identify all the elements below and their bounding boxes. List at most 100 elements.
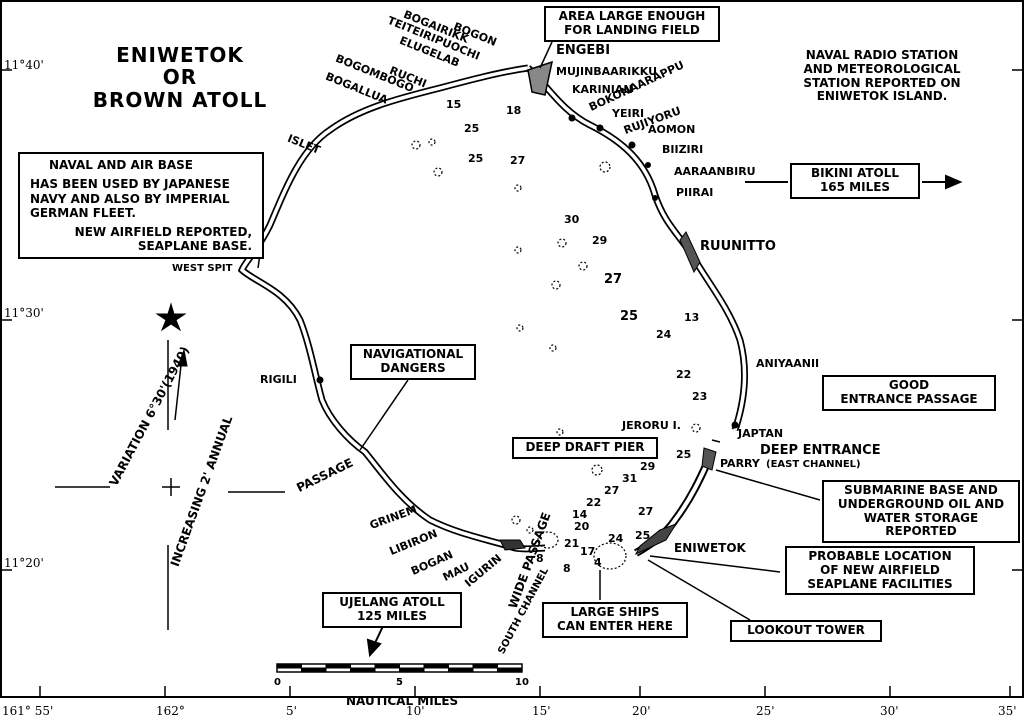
bikini-arrowhead	[945, 174, 963, 190]
callout-line: UJELANG ATOLL	[339, 595, 445, 609]
longitude-162: 162°	[156, 704, 185, 718]
ruunitto-island	[679, 231, 701, 274]
callout-line: UNDERGROUND OIL AND	[837, 496, 1005, 511]
island-label-japtan: JAPTAN	[738, 427, 784, 440]
naval-air-base-callout: NAVAL AND AIR BASE HAS BEEN USED BY JAPA…	[18, 152, 264, 260]
island-label-eniwetok: ENIWETOK	[674, 541, 746, 555]
depth-sounding: 22	[586, 496, 602, 509]
island-label-jeroru: JERORU I.	[622, 419, 681, 432]
depth-sounding: 23	[692, 390, 708, 403]
callout-line: SEAPLANE FACILITIES	[807, 576, 953, 591]
callout-line: DANGERS	[380, 360, 446, 375]
depth-sounding: 27	[638, 505, 654, 518]
arrows	[366, 174, 963, 658]
atoll-islands	[316, 60, 739, 556]
depth-sounding: 25	[676, 448, 692, 461]
depth-sounding: 25	[635, 529, 651, 542]
scale-label: NAUTICAL MILES	[346, 694, 459, 708]
depth-sounding: 21	[564, 537, 580, 550]
deep-entrance-label: DEEP ENTRANCE	[760, 443, 881, 458]
callout-line: PROBABLE LOCATION	[808, 549, 952, 563]
depth-sounding: 31	[622, 472, 638, 485]
depth-sounding: 29	[640, 460, 656, 473]
callout-line: OF NEW AIRFIELD	[820, 562, 940, 577]
callout-line: SUBMARINE BASE AND	[844, 483, 998, 497]
parry-island	[701, 447, 717, 471]
island-label-rigili: RIGILI	[260, 373, 297, 386]
east-channel-label: (EAST CHANNEL)	[766, 459, 861, 470]
depth-sounding: 30	[564, 213, 580, 226]
navigational-dangers-callout: NAVIGATIONAL DANGERS	[350, 344, 476, 380]
depth-sounding: 18	[506, 104, 522, 117]
callout-line: LARGE SHIPS	[570, 605, 660, 619]
longitude-25: 25'	[756, 704, 775, 718]
island-label-yeiri: YEIRI	[612, 107, 645, 120]
scale-tick-10: 10	[515, 677, 529, 688]
note-line: NAVAL RADIO STATION	[805, 48, 959, 62]
latitude-11-40: 11°40'	[4, 58, 44, 72]
depth-sounding: 27	[510, 154, 526, 167]
note-line: STATION REPORTED ON	[803, 75, 961, 90]
callout-line: NAVIGATIONAL	[362, 347, 464, 361]
airfield-location-callout: PROBABLE LOCATION OF NEW AIRFIELD SEAPLA…	[785, 546, 975, 596]
depth-sounding: 14	[572, 508, 588, 521]
large-ships-callout: LARGE SHIPS CAN ENTER HERE	[542, 602, 688, 638]
longitude-5: 5'	[286, 704, 297, 718]
callout-line: FOR LANDING FIELD	[564, 22, 700, 37]
depth-sounding: 15	[446, 98, 462, 111]
title-line-1: ENIWETOK	[116, 43, 244, 67]
lookout-tower-callout: LOOKOUT TOWER	[730, 620, 882, 642]
callout-line: AREA LARGE ENOUGH	[558, 9, 706, 23]
depth-sounding: 25	[468, 152, 484, 165]
longitude-10: 10'	[406, 704, 425, 718]
longitude-161-55: 161° 55'	[2, 704, 54, 718]
callout-line: 125 MILES	[356, 608, 428, 623]
island-label-ruunitto: RUUNITTO	[700, 239, 776, 254]
callout-line: GOOD	[888, 378, 930, 392]
note-line: ENIWETOK ISLAND.	[816, 89, 948, 104]
engebi-island	[527, 60, 554, 96]
depth-sounding: 13	[684, 311, 700, 324]
depth-sounding: 8	[563, 562, 571, 575]
landing-field-callout: AREA LARGE ENOUGH FOR LANDING FIELD	[544, 6, 720, 42]
submarine-base-callout: SUBMARINE BASE AND UNDERGROUND OIL AND W…	[822, 480, 1020, 544]
callout-line: LOOKOUT TOWER	[747, 623, 865, 637]
depth-sounding: 4	[594, 556, 602, 569]
depth-sounding: 22	[676, 368, 692, 381]
north-star-icon	[155, 302, 187, 332]
longitude-20: 20'	[632, 704, 651, 718]
depth-sounding: 29	[592, 234, 608, 247]
depth-sounding: 24	[656, 328, 672, 341]
depth-sounding: 25	[620, 309, 639, 324]
depth-sounding: 8	[536, 552, 544, 565]
longitude-15: 15'	[532, 704, 551, 718]
radio-station-note: NAVAL RADIO STATION AND METEOROLOGICAL S…	[782, 48, 982, 104]
map-title: ENIWETOK OR BROWN ATOLL	[75, 43, 285, 112]
ujelang-atoll-callout: UJELANG ATOLL 125 MILES	[322, 592, 462, 628]
latitude-11-20: 11°20'	[4, 556, 44, 570]
island-label-aaraanbiru: AARAANBIRU	[674, 165, 756, 178]
latitude-11-30: 11°30'	[4, 306, 44, 320]
callout-line: CAN ENTER HERE	[556, 618, 674, 633]
depth-sounding: 27	[604, 484, 620, 497]
callout-line: HAS BEEN USED BY JAPANESE	[30, 177, 230, 192]
island-label-biiziri: BIIZIRI	[662, 143, 704, 156]
island-label-aniyaanii: ANIYAANII	[756, 357, 820, 370]
longitude-35: 35'	[998, 704, 1017, 718]
map-border	[0, 0, 1024, 698]
callout-line: NEW AIRFIELD REPORTED,	[74, 224, 252, 239]
island-label-karinian: KARINIAN	[572, 83, 633, 96]
island-label-engebi: ENGEBI	[556, 43, 611, 58]
callout-line: DEEP DRAFT PIER	[525, 440, 645, 454]
callout-line: 165 MILES	[819, 179, 891, 194]
bikini-atoll-callout: BIKINI ATOLL 165 MILES	[790, 163, 920, 199]
island-label-mujinbaarikku: MUJINBAARIKKU	[556, 65, 658, 78]
island-label-west-spit: WEST SPIT	[172, 263, 233, 274]
scale-tick-0: 0	[274, 677, 281, 688]
longitude-30: 30'	[880, 704, 899, 718]
callout-line: WATER STORAGE REPORTED	[863, 510, 979, 539]
eniwetok-island	[634, 523, 678, 556]
title-line-3: BROWN ATOLL	[92, 87, 268, 112]
